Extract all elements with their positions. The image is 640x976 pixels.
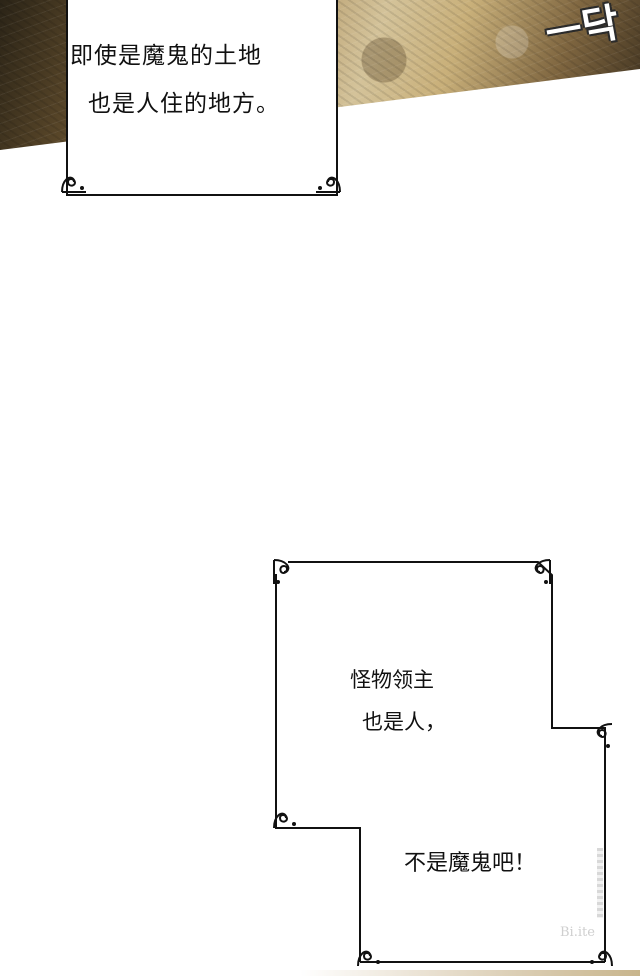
corner-flourish-icon (273, 812, 296, 829)
corner-flourish-icon (273, 559, 290, 584)
top-caption-line-2: 也是人住的地方。 (88, 91, 280, 117)
watermark-bar (597, 848, 603, 918)
corner-flourish-icon (596, 723, 613, 748)
next-panel-edge (300, 970, 640, 976)
bottom-caption-line-2: 也是人， (362, 710, 446, 734)
corner-flourish-icon (534, 559, 551, 584)
corner-flourish-icon (316, 176, 341, 193)
sound-effect-text: ㅡ닥 (542, 0, 623, 58)
bottom-caption-line-1: 怪物领主 (350, 668, 434, 692)
top-caption-box: 即使是魔鬼的土地 也是人住的地方。 (66, 0, 338, 196)
corner-flourish-icon (590, 950, 613, 967)
corner-flourish-icon (357, 950, 380, 967)
bottom-caption-line-3: 不是魔鬼吧！ (404, 851, 537, 876)
watermark-text: Bi.ite (560, 925, 595, 940)
corner-flourish-icon (61, 176, 86, 193)
top-caption-line-1: 即使是魔鬼的土地 (70, 43, 262, 69)
